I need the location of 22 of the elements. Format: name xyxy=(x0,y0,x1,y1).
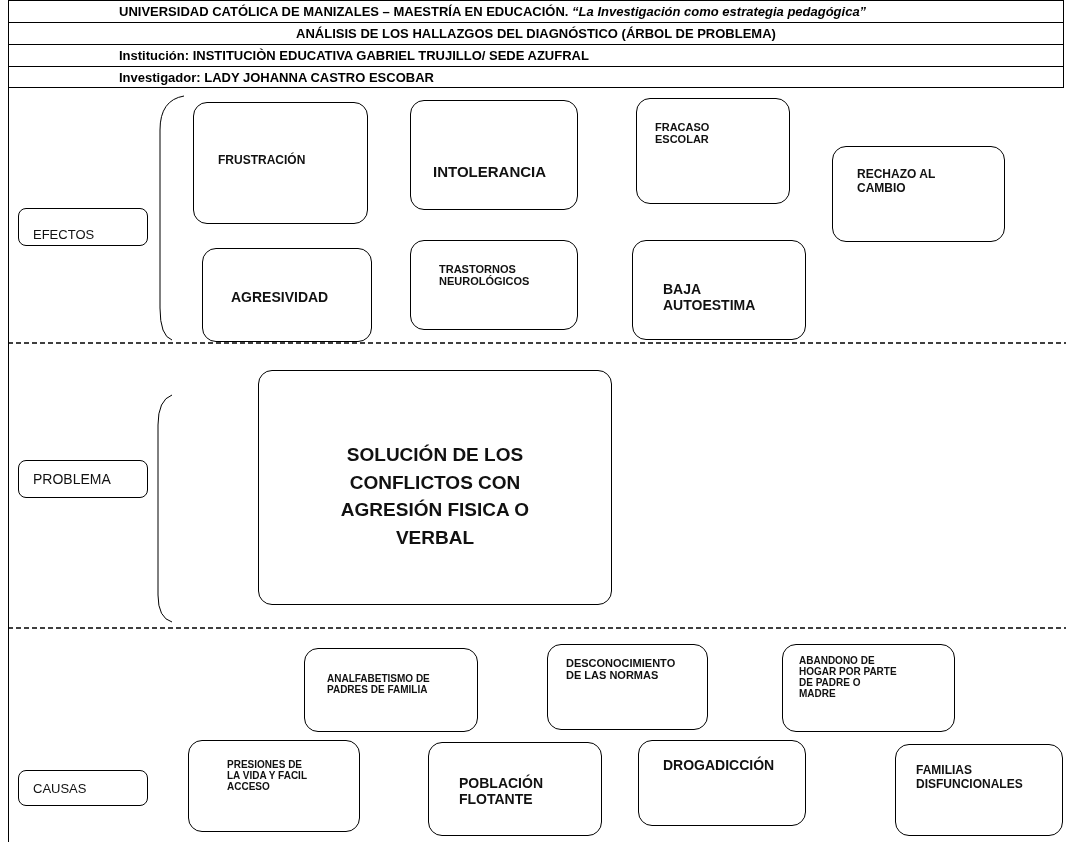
cause-box: DESCONOCIMIENTO DE LAS NORMAS xyxy=(547,644,708,730)
effect-box: FRUSTRACIÓN xyxy=(193,102,368,224)
effect-box: BAJA AUTOESTIMA xyxy=(632,240,806,340)
effect-box: RECHAZO AL CAMBIO xyxy=(832,146,1005,242)
cause-box: ANALFABETISMO DE PADRES DE FAMILIA xyxy=(304,648,478,732)
header-text: ANÁLISIS DE LOS HALLAZGOS DEL DIAGNÓSTICO (ÁRBOL DE PROBLEMA) xyxy=(295,25,777,43)
cause-box: DROGADICCIÓN xyxy=(638,740,806,826)
header-text: UNIVERSIDAD CATÓLICA DE MANIZALES – MAESTRÍA EN EDUCACIÓN. “La Investigación como estrategia pedagógica” xyxy=(119,3,867,21)
cause-box: PRESIONES DE LA VIDA Y FACIL ACCESO xyxy=(188,740,360,832)
effect-box: FRACASO ESCOLAR xyxy=(636,98,790,204)
row-label-box: CAUSAS xyxy=(18,770,148,806)
problem-box: SOLUCIÓN DE LOS CONFLICTOS CON AGRESIÓN FISICA O VERBAL xyxy=(258,370,612,605)
cause-box: FAMILIAS DISFUNCIONALES xyxy=(895,744,1063,836)
row-label-box: PROBLEMA xyxy=(18,460,148,498)
cause-box: ABANDONO DE HOGAR POR PARTE DE PADRE O MADRE xyxy=(782,644,955,732)
header-text: Institución: INSTITUCIÒN EDUCATIVA GABRIEL TRUJILLO/ SEDE AZUFRAL xyxy=(119,47,589,65)
effect-box: TRASTORNOS NEUROLÓGICOS xyxy=(410,240,578,330)
cause-box: POBLACIÓN FLOTANTE xyxy=(428,742,602,836)
header-text: Investigador: LADY JOHANNA CASTRO ESCOBAR xyxy=(119,69,434,87)
effect-box: INTOLERANCIA xyxy=(410,100,578,210)
row-label-box: EFECTOS xyxy=(18,208,148,246)
effect-box: AGRESIVIDAD xyxy=(202,248,372,342)
